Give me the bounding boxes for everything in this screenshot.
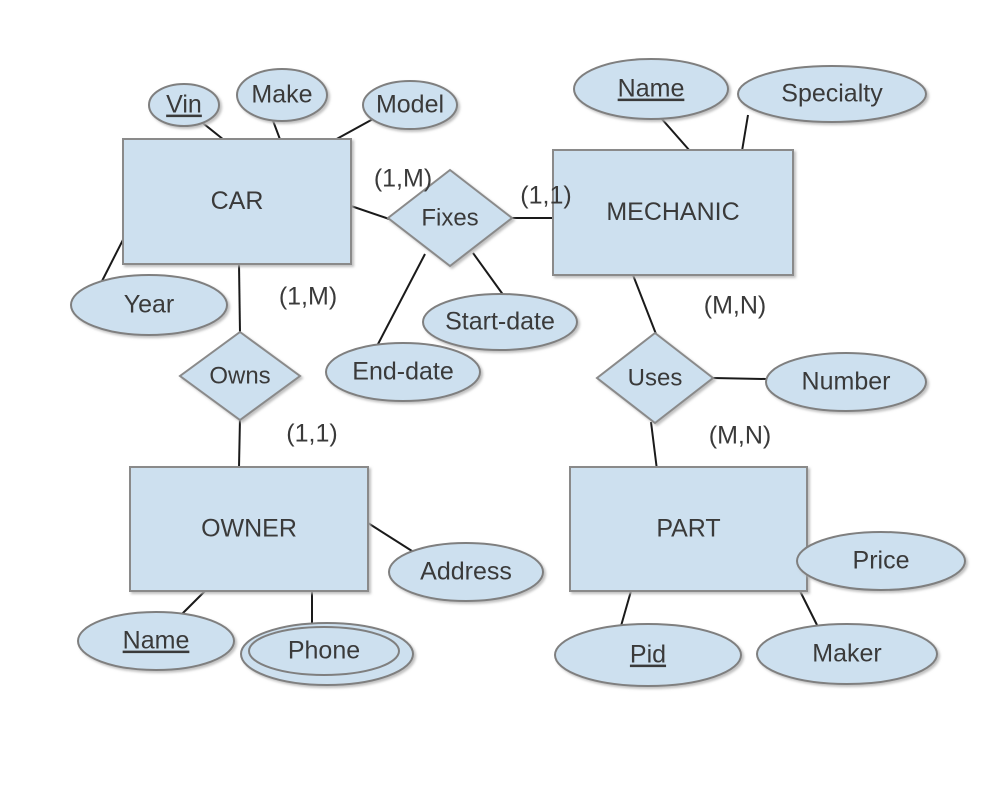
attribute-label-end-date: End-date	[352, 358, 453, 386]
connector-line	[712, 377, 767, 380]
cardinality-label-card-car-owns: (1,M)	[279, 283, 337, 311]
attribute-ellipse-pid[interactable]	[554, 623, 742, 687]
connector-line	[238, 417, 241, 468]
attribute-ellipse-specialty[interactable]	[737, 65, 927, 123]
attribute-label-pid: Pid	[630, 641, 666, 669]
connector-line	[350, 205, 393, 221]
attribute-label-name-mechanic: Name	[618, 75, 685, 103]
attribute-ellipse-address[interactable]	[388, 542, 544, 602]
attribute-ellipse-inner-phone	[248, 626, 400, 676]
attribute-label-start-date: Start-date	[445, 308, 555, 336]
entity-box-car[interactable]	[122, 138, 352, 265]
attribute-label-year: Year	[124, 291, 175, 319]
connector-line	[472, 252, 505, 297]
attribute-ellipse-start-date[interactable]	[422, 293, 578, 351]
entity-label-part: PART	[656, 515, 720, 543]
connector-line	[332, 118, 374, 142]
attribute-ellipse-maker[interactable]	[756, 623, 938, 685]
attribute-label-maker: Maker	[812, 640, 881, 668]
attribute-ellipse-price[interactable]	[796, 531, 966, 591]
entity-box-owner[interactable]	[129, 466, 369, 592]
attribute-ellipse-name-owner[interactable]	[77, 611, 235, 671]
connector-line	[660, 117, 691, 152]
cardinality-label-card-owns-owner: (1,1)	[286, 420, 337, 448]
connector-line	[741, 114, 749, 152]
relationship-diamond-fixes[interactable]	[386, 168, 514, 268]
connector-line	[376, 253, 426, 347]
relationship-diamond-owns[interactable]	[178, 330, 302, 422]
shapes-layer	[70, 58, 966, 687]
attribute-ellipse-name-mechanic[interactable]	[573, 58, 729, 120]
attribute-label-price: Price	[853, 547, 910, 575]
cardinality-label-card-car-fixes: (1,M)	[374, 165, 432, 193]
attribute-label-phone: Phone	[288, 637, 360, 665]
attribute-label-make: Make	[251, 81, 312, 109]
relationship-diamond-uses[interactable]	[595, 331, 715, 425]
cardinality-label-card-fixes-mechanic: (1,1)	[520, 182, 571, 210]
attribute-label-model: Model	[376, 91, 444, 119]
cardinality-label-card-mechanic-uses: (M,N)	[704, 292, 766, 320]
attribute-ellipse-year[interactable]	[70, 274, 228, 336]
connector-line	[238, 263, 241, 334]
connector-line	[620, 590, 632, 627]
connector-line	[367, 522, 413, 552]
entity-label-mechanic: MECHANIC	[606, 198, 739, 226]
relationship-label-owns: Owns	[209, 362, 270, 389]
connector-line	[650, 421, 658, 471]
attribute-ellipse-make[interactable]	[236, 68, 328, 122]
connectors-layer	[99, 114, 818, 627]
relationship-label-uses: Uses	[628, 364, 683, 391]
attribute-label-vin: Vin	[166, 91, 202, 119]
attribute-ellipse-vin[interactable]	[148, 83, 220, 127]
attribute-label-name-owner: Name	[123, 627, 190, 655]
attribute-label-address: Address	[420, 558, 512, 586]
cardinality-label-card-uses-part: (M,N)	[709, 422, 771, 450]
entity-box-mechanic[interactable]	[552, 149, 794, 276]
attribute-ellipse-end-date[interactable]	[325, 342, 481, 402]
connector-line	[799, 590, 818, 626]
relationship-label-fixes: Fixes	[421, 204, 478, 231]
connector-line	[178, 588, 208, 618]
entity-label-owner: OWNER	[201, 515, 297, 543]
entity-box-part[interactable]	[569, 466, 808, 592]
connector-line	[632, 274, 657, 335]
attribute-ellipse-number[interactable]	[765, 352, 927, 412]
attribute-label-number: Number	[802, 368, 891, 396]
entity-label-car: CAR	[211, 187, 264, 215]
attribute-ellipse-model[interactable]	[362, 80, 458, 130]
attribute-label-specialty: Specialty	[781, 80, 883, 108]
